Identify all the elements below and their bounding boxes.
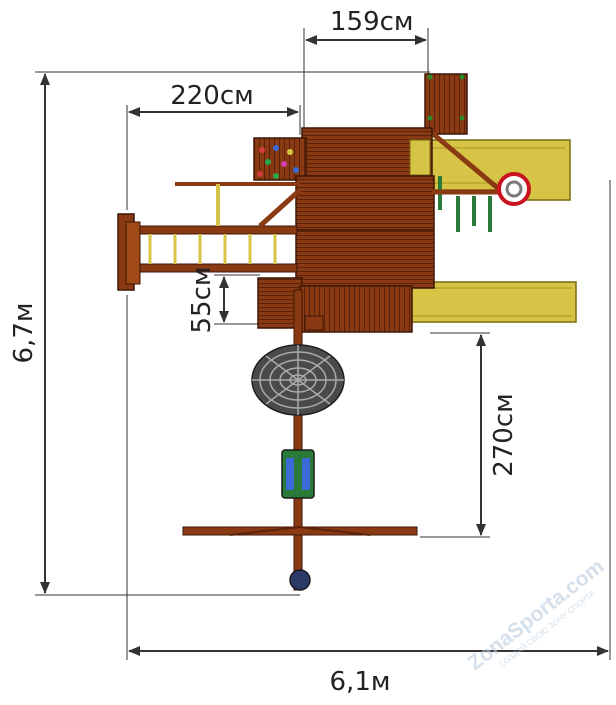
- dimension-lines: [35, 28, 611, 660]
- climbing-wall: [253, 137, 307, 181]
- label-55: 55см: [187, 267, 217, 334]
- monkey-bars-ladder: [117, 188, 302, 291]
- lower-deck: [295, 175, 435, 289]
- dimension-arrows: [40, 35, 609, 656]
- belt-swing: [281, 449, 315, 499]
- watermark-brand: ZonaSporta.com: [464, 555, 609, 675]
- label-270: 270см: [489, 393, 519, 477]
- label-6-7: 6,7м: [9, 303, 39, 364]
- telescope: [497, 172, 531, 206]
- label-220: 220см: [170, 81, 254, 111]
- swing-beam: [182, 289, 418, 591]
- label-6-1: 6,1м: [330, 667, 391, 697]
- playset-drawing: [117, 73, 577, 591]
- web-swing: [251, 344, 345, 416]
- side-rail: [175, 182, 300, 226]
- zonasporta-watermark: ZonaSporta.com СОЗДАЙ СВОЮ ЗОНУ СПОРТА: [464, 555, 609, 675]
- dimension-labels: 159см 220см 6,7м 6,1м 270см 55см: [9, 7, 519, 697]
- lookout-tower: [424, 73, 502, 192]
- deck-stairs: [257, 277, 413, 333]
- lower-slide: [407, 281, 577, 323]
- label-159: 159см: [330, 7, 414, 37]
